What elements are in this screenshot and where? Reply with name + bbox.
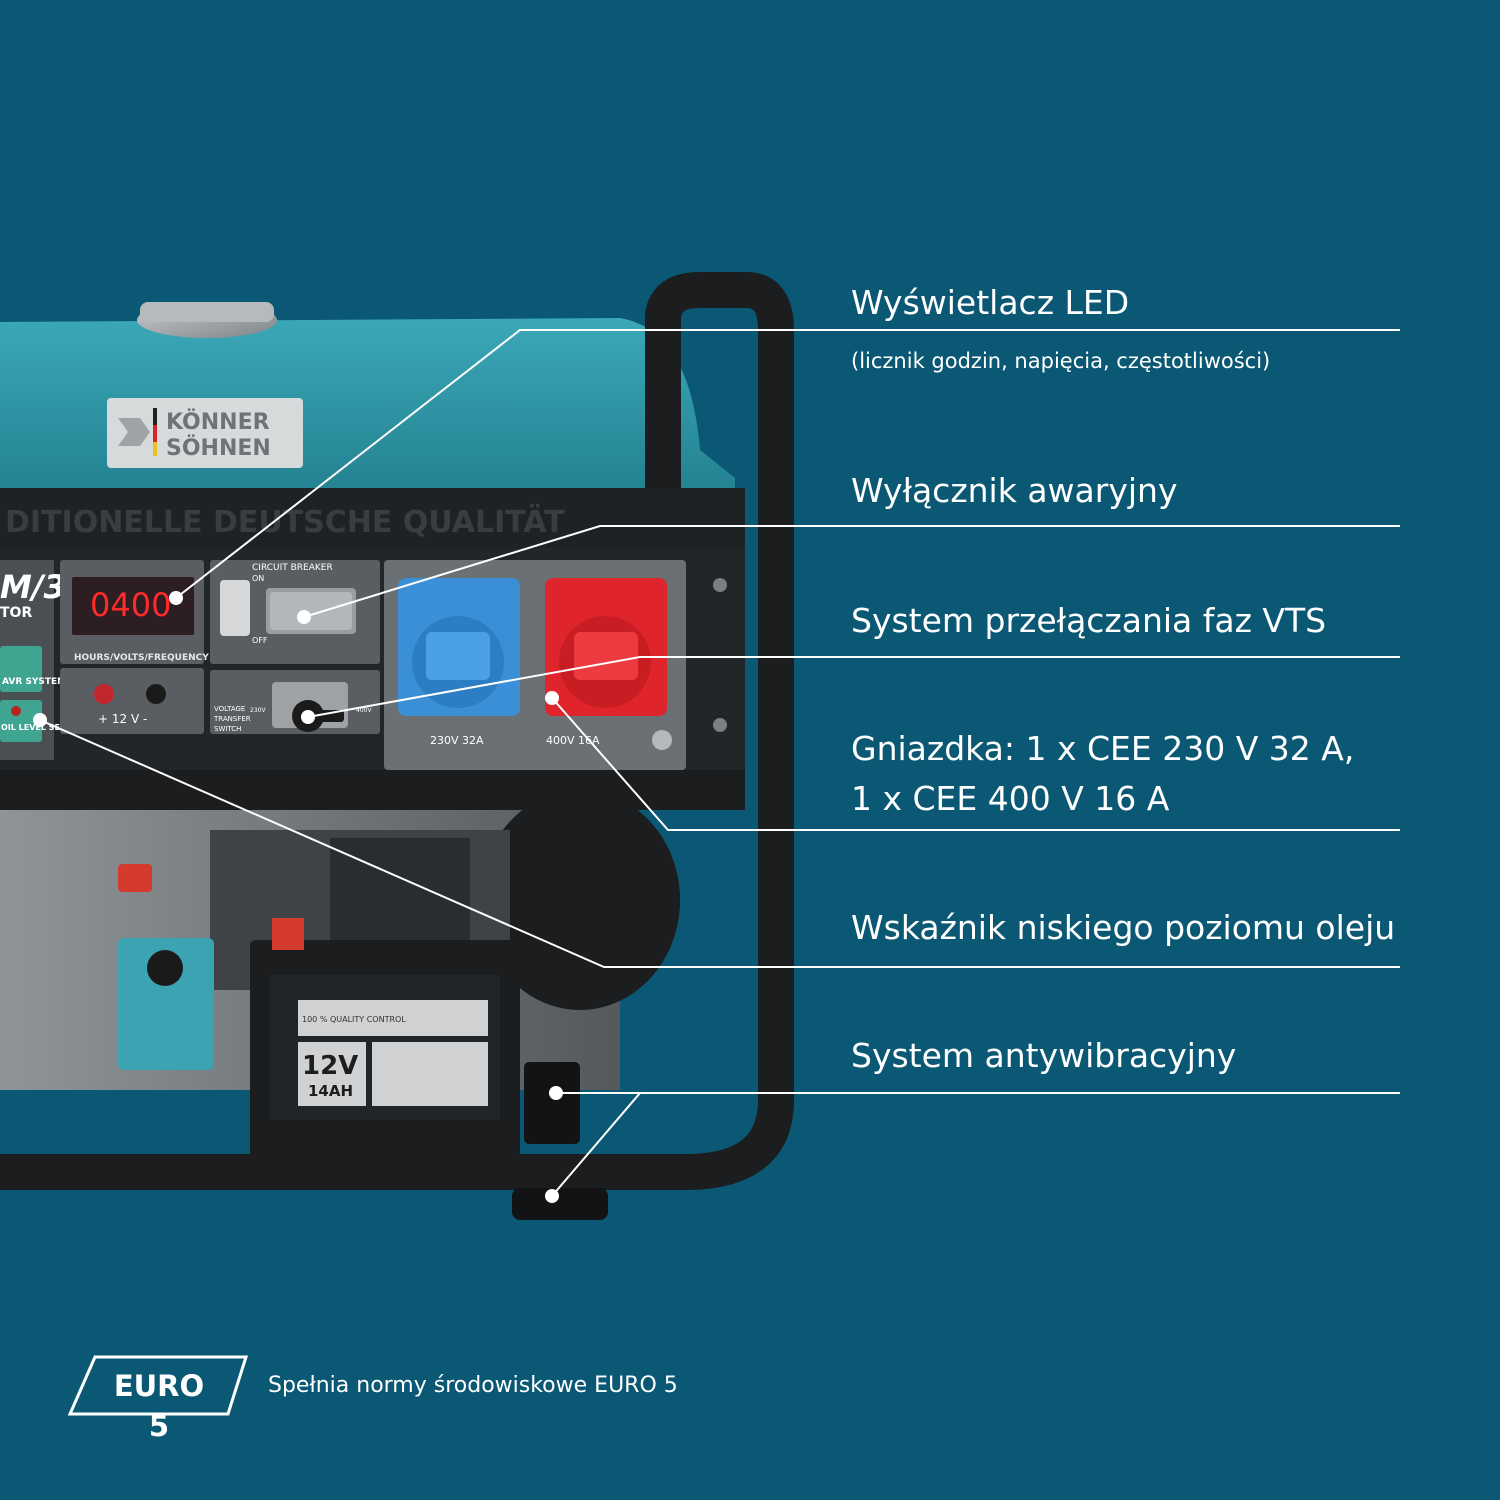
vts-label-3: SWITCH bbox=[214, 725, 241, 733]
oil-sensor-led bbox=[11, 706, 21, 716]
socket-400v-label: 400V 16A bbox=[546, 734, 600, 747]
dc-negative-terminal bbox=[146, 684, 166, 704]
vts-label-1: VOLTAGE bbox=[214, 705, 245, 713]
display-caption: HOURS/VOLTS/FREQUENCY bbox=[74, 653, 209, 663]
oil-sensor-badge bbox=[0, 700, 42, 742]
battery-voltage: 12V bbox=[302, 1051, 358, 1081]
avr-label: AVR SYSTEM bbox=[2, 677, 66, 687]
socket-230v-label: 230V 32A bbox=[430, 734, 484, 747]
breaker-on-label: ON bbox=[252, 574, 264, 583]
vts-right-label: 400V bbox=[356, 707, 372, 714]
frame-foot bbox=[512, 1188, 608, 1220]
callout-dot-sockets bbox=[545, 691, 559, 705]
callout-sockets-line2: 1 x CEE 400 V 16 A bbox=[851, 779, 1170, 818]
callout-sockets-line1: Gniazdka: 1 x CEE 230 V 32 A, bbox=[851, 729, 1355, 768]
led-display-reading: 0400 bbox=[90, 586, 171, 624]
callout-dot-oil bbox=[33, 713, 47, 727]
callout-dot-led bbox=[169, 591, 183, 605]
frame-band bbox=[0, 488, 745, 548]
battery-capacity: 14AH bbox=[308, 1082, 353, 1100]
engraving-text: DITIONELLE DEUTSCHE QUALITÄT bbox=[5, 504, 565, 540]
brand-name-top: KÖNNER bbox=[166, 409, 270, 435]
brand-name-bottom: SÖHNEN bbox=[166, 435, 271, 461]
battery-warning-icons bbox=[372, 1042, 488, 1106]
alternator bbox=[480, 790, 680, 1010]
callout-lines bbox=[39, 329, 1400, 1197]
brand-logo-icon bbox=[118, 418, 150, 446]
oil-sensor-label: OIL LEVEL SENSOR bbox=[1, 723, 85, 732]
led-display bbox=[72, 577, 194, 635]
avr-badge bbox=[0, 646, 42, 692]
callout-line-antivibration-foot bbox=[551, 1092, 641, 1197]
vts-label-2: TRANSFER bbox=[213, 715, 251, 723]
callout-line-oil bbox=[39, 719, 1400, 968]
model-sub-label: TOR bbox=[0, 605, 32, 621]
euro-badge-label: EURO 5 bbox=[113, 1369, 205, 1443]
breaker-switch bbox=[220, 580, 250, 636]
euro-badge-outline bbox=[67, 1355, 249, 1416]
callout-dot-breaker bbox=[297, 610, 311, 624]
dc-output-label: + 12 V - bbox=[98, 712, 147, 726]
callout-vts-title: System przełączania faz VTS bbox=[851, 601, 1327, 640]
frame-handle bbox=[0, 272, 794, 1190]
callout-oil-level-title: Wskaźnik niskiego poziomu oleju bbox=[851, 908, 1396, 947]
callout-led-display-title: Wyświetlacz LED bbox=[851, 283, 1130, 322]
callout-line-sockets bbox=[551, 697, 1400, 831]
oil-warning-tag bbox=[118, 938, 214, 1070]
wire-red-clip bbox=[118, 864, 152, 892]
ground-terminal bbox=[652, 730, 672, 750]
callout-anti-vibration-title: System antywibracyjny bbox=[851, 1036, 1237, 1075]
dc-positive-terminal bbox=[94, 684, 114, 704]
callout-dot-vts bbox=[301, 710, 315, 724]
callout-dots bbox=[33, 591, 563, 1203]
breaker-title: CIRCUIT BREAKER bbox=[252, 563, 333, 573]
breaker-off-label: OFF bbox=[252, 636, 268, 645]
callout-dot-mount bbox=[549, 1086, 563, 1100]
vts-left-label: 230V bbox=[250, 707, 266, 714]
callout-line-vts bbox=[307, 656, 1400, 718]
callout-line-led bbox=[175, 329, 1400, 599]
euro-description: Spełnia normy środowiskowe EURO 5 bbox=[268, 1373, 678, 1398]
callout-emergency-switch-title: Wyłącznik awaryjny bbox=[851, 471, 1178, 510]
battery-red-cap bbox=[272, 918, 304, 950]
battery-quality-label: 100 % QUALITY CONTROL bbox=[302, 1015, 406, 1024]
callout-led-display-subtitle: (licznik godzin, napięcia, częstotliwośc… bbox=[851, 349, 1271, 373]
callout-line-breaker bbox=[303, 525, 1400, 618]
callout-dot-foot bbox=[545, 1189, 559, 1203]
model-label: M/3 bbox=[0, 568, 66, 606]
anti-vibration-mount bbox=[524, 1062, 580, 1144]
